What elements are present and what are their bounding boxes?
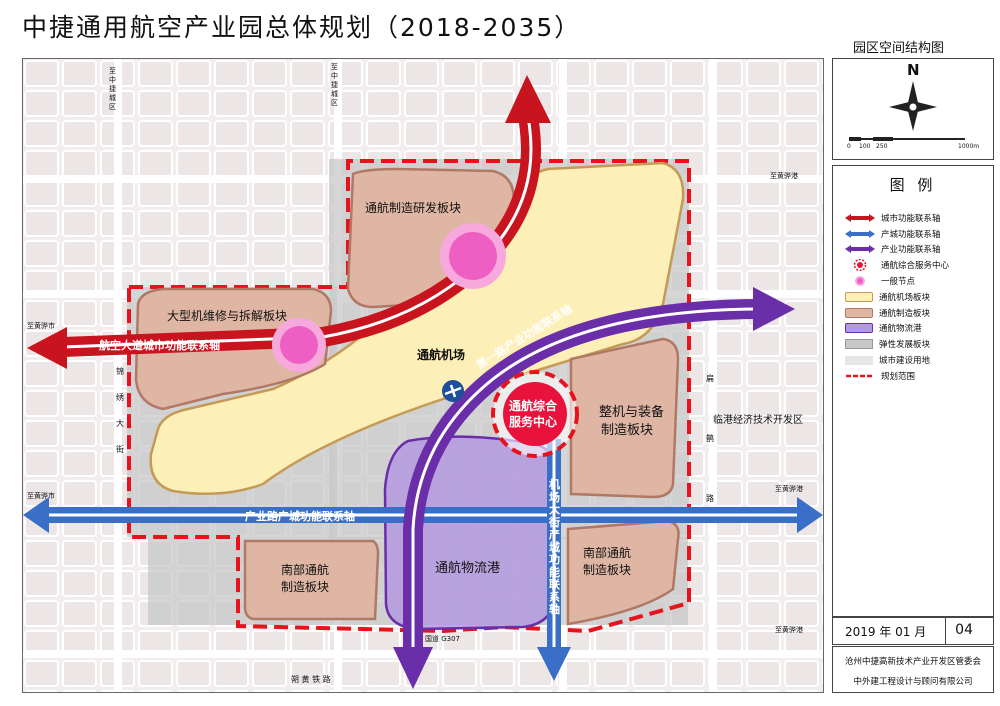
flexible-zone-swatch [845, 339, 873, 350]
map-canvas: 通航制造研发板块 大型机维修与拆解板块 通航机场 通航综合 服务中心 整机与装备… [22, 58, 824, 693]
scale-tick: 250 [876, 143, 888, 150]
jinxiu-street-label: 锦绣大街 [116, 367, 124, 454]
south-west-label-2: 制造板块 [281, 580, 330, 594]
legend-label: 通航综合服务中心 [881, 261, 950, 272]
legend-label: 产城功能联系轴 [881, 229, 941, 240]
org-name-1: 沧州中捷高新技术产业开发区管委会 [844, 657, 981, 667]
legend-item: 城市建设用地 [845, 352, 949, 368]
general-node-icon [845, 276, 875, 287]
logistics-swatch [845, 323, 873, 334]
airport-block-swatch [845, 291, 873, 302]
place-to-huanghua-city-2: 至黄骅市 [27, 492, 55, 500]
legend-item: 通航制造板块 [845, 305, 949, 321]
airport-street-axis-label: 机场大街产城功能联系轴 [549, 478, 560, 616]
org-name-2: 中外建工程设计与顾问有限公司 [853, 677, 973, 687]
place-to-huanghua-city: 至黄骅市 [27, 322, 55, 330]
national-road-label: 国道 G307 [425, 635, 461, 643]
south-east-label-1: 南部通航 [583, 546, 632, 560]
assembly-label-2: 制造板块 [601, 423, 654, 438]
page-title: 中捷通用航空产业园总体规划（2018-2035） [22, 13, 582, 42]
bianque-road-label: 扁鹊路 [706, 374, 714, 503]
date-label: 2019 年 01 月 [845, 625, 927, 639]
service-center-icon [845, 259, 875, 272]
legend-item: 弹性发展板块 [845, 336, 949, 352]
south-west-label-1: 南部通航 [281, 563, 330, 577]
legend-label: 城市功能联系轴 [881, 213, 941, 224]
date-page-box: 2019 年 01 月 04 [832, 617, 994, 645]
organization-box: 沧州中捷高新技术产业开发区管委会 中外建工程设计与顾问有限公司 [832, 646, 994, 693]
legend-item: 城市功能联系轴 [845, 210, 949, 226]
assembly-label-1: 整机与装备 [599, 405, 665, 420]
map-subtitle: 园区空间结构图 [853, 41, 945, 56]
airport-label: 通航机场 [417, 348, 466, 362]
south-east-label-2: 制造板块 [583, 563, 632, 577]
rd-block-label: 通航制造研发板块 [365, 201, 462, 215]
legend-label: 产业功能联系轴 [881, 245, 941, 256]
industry-road-axis-label: 产业路产城功能联系轴 [245, 510, 355, 523]
boundary-swatch [845, 371, 875, 381]
planning-boundary [127, 159, 691, 634]
red-double-arrow-icon [845, 213, 875, 223]
railway-label: 朔 黄 铁 路 [291, 675, 331, 684]
legend-label: 城市建设用地 [879, 356, 931, 367]
divider [945, 618, 946, 644]
manufacturing-block-swatch [845, 307, 873, 318]
legend-item: 产业功能联系轴 [845, 242, 949, 258]
south-east-manufacturing-block [566, 519, 680, 626]
legend-item: 产城功能联系轴 [845, 226, 949, 242]
page-number: 04 [955, 622, 973, 638]
blue-double-arrow-icon [845, 229, 875, 239]
map-graphic [23, 59, 823, 692]
lingang-label: 临港经济技术开发区 [713, 415, 803, 426]
legend-item: 通航综合服务中心 [845, 257, 949, 273]
legend-list: 城市功能联系轴 产城功能联系轴 产业功能联系轴 通航综合服务中心 一般节点 通航… [845, 210, 949, 384]
legend-item: 一般节点 [845, 273, 949, 289]
legend-label: 弹性发展板块 [879, 340, 931, 351]
compass-icon [849, 81, 965, 141]
general-node-rd [440, 223, 506, 289]
south-west-manufacturing-block [243, 539, 380, 621]
legend-label: 通航物流港 [879, 324, 922, 335]
north-label: N [907, 61, 920, 79]
place-to-huanghua-port-top: 至黄骅港 [770, 172, 798, 180]
general-node-mro [272, 318, 326, 372]
scale-tick: 1000m [958, 143, 980, 150]
place-to-zhongjie-2: 至中捷城区 [331, 63, 338, 107]
purple-double-arrow-icon [845, 244, 875, 254]
legend-label: 通航制造板块 [879, 308, 931, 319]
north-scale-panel: N 0 100 250 1000m [832, 58, 994, 160]
scale-tick: 0 [847, 143, 851, 150]
assembly-manufacturing-block [569, 337, 680, 499]
mro-block-label: 大型机维修与拆解板块 [167, 309, 288, 323]
logistics-label: 通航物流港 [435, 561, 501, 576]
legend-label: 规划范围 [881, 371, 916, 382]
service-center-node [491, 370, 579, 458]
scale-tick: 100 [859, 143, 871, 150]
place-to-zhongjie-1: 至中捷城区 [109, 67, 116, 111]
first-road-axis [393, 287, 795, 689]
legend-item: 规划范围 [845, 368, 949, 384]
place-to-huanghua-port-bottom: 至黄骅港 [775, 626, 803, 634]
urban-land-swatch [845, 355, 873, 365]
legend-title: 图 例 [889, 176, 937, 194]
airport-street-axis [537, 439, 571, 681]
legend-label: 一般节点 [881, 277, 916, 288]
service-center-label-1: 通航综合 [509, 399, 558, 413]
city-axis-label: 航空大道城市功能联系轴 [99, 339, 220, 352]
legend-item: 通航机场板块 [845, 289, 949, 305]
place-to-huanghua-port-mid: 至黄骅港 [775, 485, 803, 493]
airport-plane-icon [442, 380, 464, 402]
legend-label: 通航机场板块 [879, 292, 931, 303]
legend-item: 通航物流港 [845, 321, 949, 337]
service-center-label-2: 服务中心 [509, 415, 558, 429]
legend-panel: 图 例 城市功能联系轴 产城功能联系轴 产业功能联系轴 通航综合服务中心 一般节… [832, 165, 994, 617]
